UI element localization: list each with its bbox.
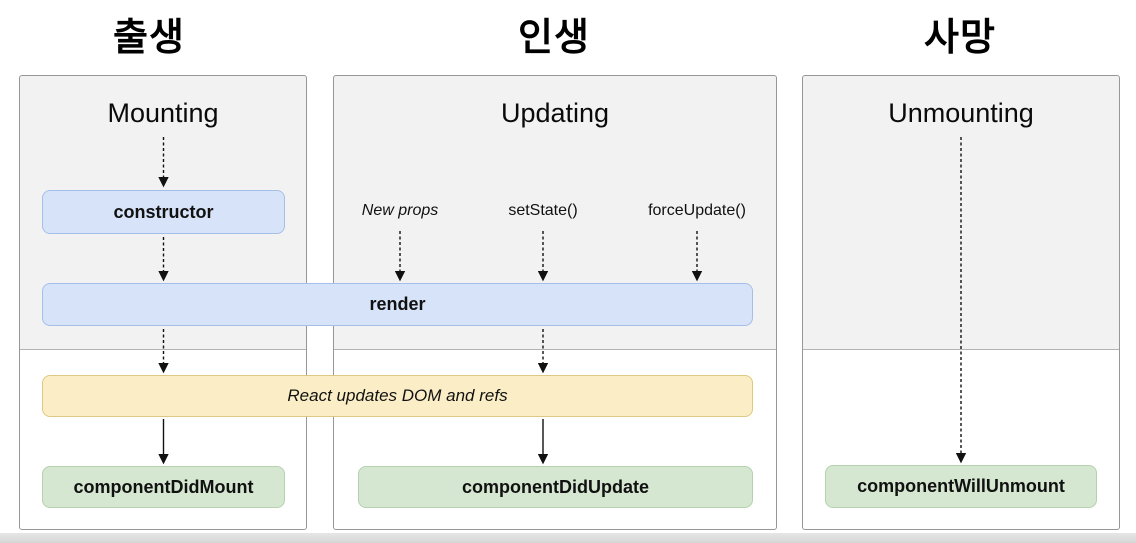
panel-divider bbox=[20, 349, 306, 350]
trigger-set-state: setState() bbox=[508, 202, 578, 219]
stage-title-death: 사망 bbox=[924, 17, 996, 59]
component-did-mount-box: componentDidMount bbox=[42, 466, 285, 508]
panel-heading-unmounting: Unmounting bbox=[888, 98, 1034, 128]
panel-divider bbox=[803, 349, 1119, 350]
constructor-box: constructor bbox=[42, 190, 285, 234]
stage-title-life: 인생 bbox=[518, 17, 590, 59]
panel-heading-mounting: Mounting bbox=[107, 98, 219, 128]
panel-heading-updating: Updating bbox=[500, 98, 610, 128]
stage-title-birth: 출생 bbox=[113, 17, 185, 59]
trigger-new-props: New props bbox=[361, 202, 439, 219]
trigger-force-update: forceUpdate() bbox=[648, 202, 746, 219]
render-box: render bbox=[42, 283, 753, 326]
component-will-unmount-box: componentWillUnmount bbox=[825, 465, 1097, 508]
react-updates-dom-box: React updates DOM and refs bbox=[42, 375, 753, 417]
panel-divider bbox=[334, 349, 776, 350]
bottom-edge-strip bbox=[0, 533, 1136, 543]
component-did-update-box: componentDidUpdate bbox=[358, 466, 753, 508]
